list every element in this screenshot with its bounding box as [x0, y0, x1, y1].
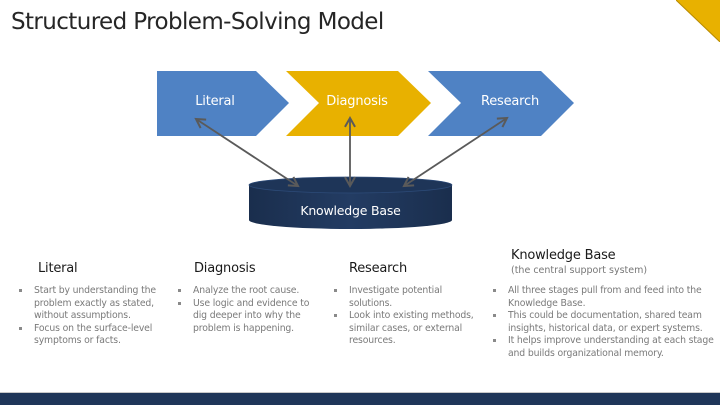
bullet-item: Analyze the root cause.	[177, 285, 322, 298]
column-heading-diagnosis: Diagnosis	[194, 261, 256, 276]
stage-label-research: Research	[480, 94, 540, 109]
column-heading-research: Research	[349, 261, 408, 276]
bullet-item: Focus on the surface-level symptoms or f…	[18, 323, 168, 348]
bullet-item: All three stages pull from and feed into…	[492, 285, 714, 310]
knowledge-base-label: Knowledge Base	[300, 203, 401, 218]
bullet-item: Start by understanding the problem exact…	[18, 285, 168, 323]
stage-chevron-diagnosis	[286, 71, 431, 136]
column-bullets-literal: Start by understanding the problem exact…	[18, 285, 168, 348]
bullet-marker	[493, 339, 496, 343]
slide-title: Structured Problem-Solving Model	[11, 9, 384, 35]
corner-accent-triangle	[676, 0, 720, 42]
column-bullets-knowledge-base: All three stages pull from and feed into…	[492, 285, 714, 361]
bullet-marker	[493, 289, 496, 292]
stage-label-diagnosis: Diagnosis	[326, 94, 388, 109]
column-heading-literal: Literal	[38, 261, 78, 276]
bullet-item: Use logic and evidence to dig deeper int…	[177, 298, 322, 336]
process-diagram	[157, 71, 574, 229]
bullet-item: Investigate potential solutions.	[333, 285, 483, 310]
bullet-item: Look into existing methods, similar case…	[333, 310, 483, 348]
bullet-marker	[19, 326, 22, 330]
bullet-marker	[493, 314, 496, 318]
arrow-literal-knowledge-base	[194, 117, 300, 188]
bullet-item: This could be documentation, shared team…	[492, 310, 714, 335]
bullet-item: It helps improve understanding at each s…	[492, 335, 714, 360]
arrow-research-knowledge-base	[402, 116, 509, 188]
bullet-marker	[334, 314, 337, 318]
column-subheading-knowledge-base: (the central support system)	[511, 265, 648, 276]
stage-label-literal: Literal	[195, 94, 235, 109]
column-heading-knowledge-base: Knowledge Base	[511, 248, 616, 263]
bullet-marker	[334, 289, 337, 292]
footer-bar	[0, 392, 720, 405]
column-bullets-research: Investigate potential solutions. Look in…	[333, 285, 483, 348]
bullet-marker	[19, 289, 22, 292]
column-bullets-diagnosis: Analyze the root cause. Use logic and ev…	[177, 285, 322, 335]
bullet-marker	[178, 289, 181, 292]
bullet-marker	[178, 301, 181, 305]
